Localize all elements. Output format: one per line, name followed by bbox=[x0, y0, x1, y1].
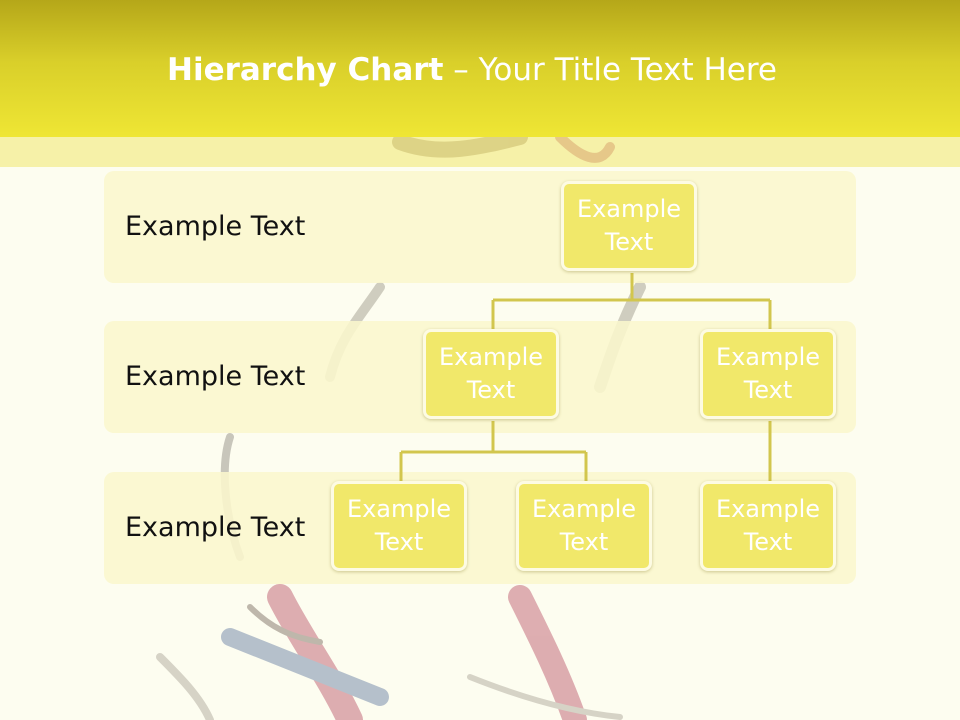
node-level2-left-label: Example Text bbox=[438, 343, 544, 404]
node-level3-left-label: Example Text bbox=[346, 495, 452, 556]
slide-title: Hierarchy Chart – Your Title Text Here bbox=[0, 52, 944, 88]
level-label-1: Example Text bbox=[125, 211, 306, 242]
title-bar bbox=[0, 0, 960, 137]
title-bold: Hierarchy Chart bbox=[167, 52, 444, 88]
level-label-3: Example Text bbox=[125, 512, 306, 543]
node-root-label: Example Text bbox=[576, 195, 682, 256]
node-level3-middle-label: Example Text bbox=[531, 495, 637, 556]
level-label-2: Example Text bbox=[125, 361, 306, 392]
node-root[interactable]: Example Text bbox=[561, 181, 697, 271]
node-level2-left[interactable]: Example Text bbox=[423, 329, 559, 419]
node-level3-right-label: Example Text bbox=[715, 495, 821, 556]
title-rest: – Your Title Text Here bbox=[443, 52, 777, 88]
node-level2-right-label: Example Text bbox=[715, 343, 821, 404]
node-level3-right[interactable]: Example Text bbox=[700, 481, 836, 571]
node-level2-right[interactable]: Example Text bbox=[700, 329, 836, 419]
node-level3-middle[interactable]: Example Text bbox=[516, 481, 652, 571]
node-level3-left[interactable]: Example Text bbox=[331, 481, 467, 571]
level-band-1: Example Text bbox=[104, 171, 856, 283]
header-strip bbox=[0, 137, 960, 167]
